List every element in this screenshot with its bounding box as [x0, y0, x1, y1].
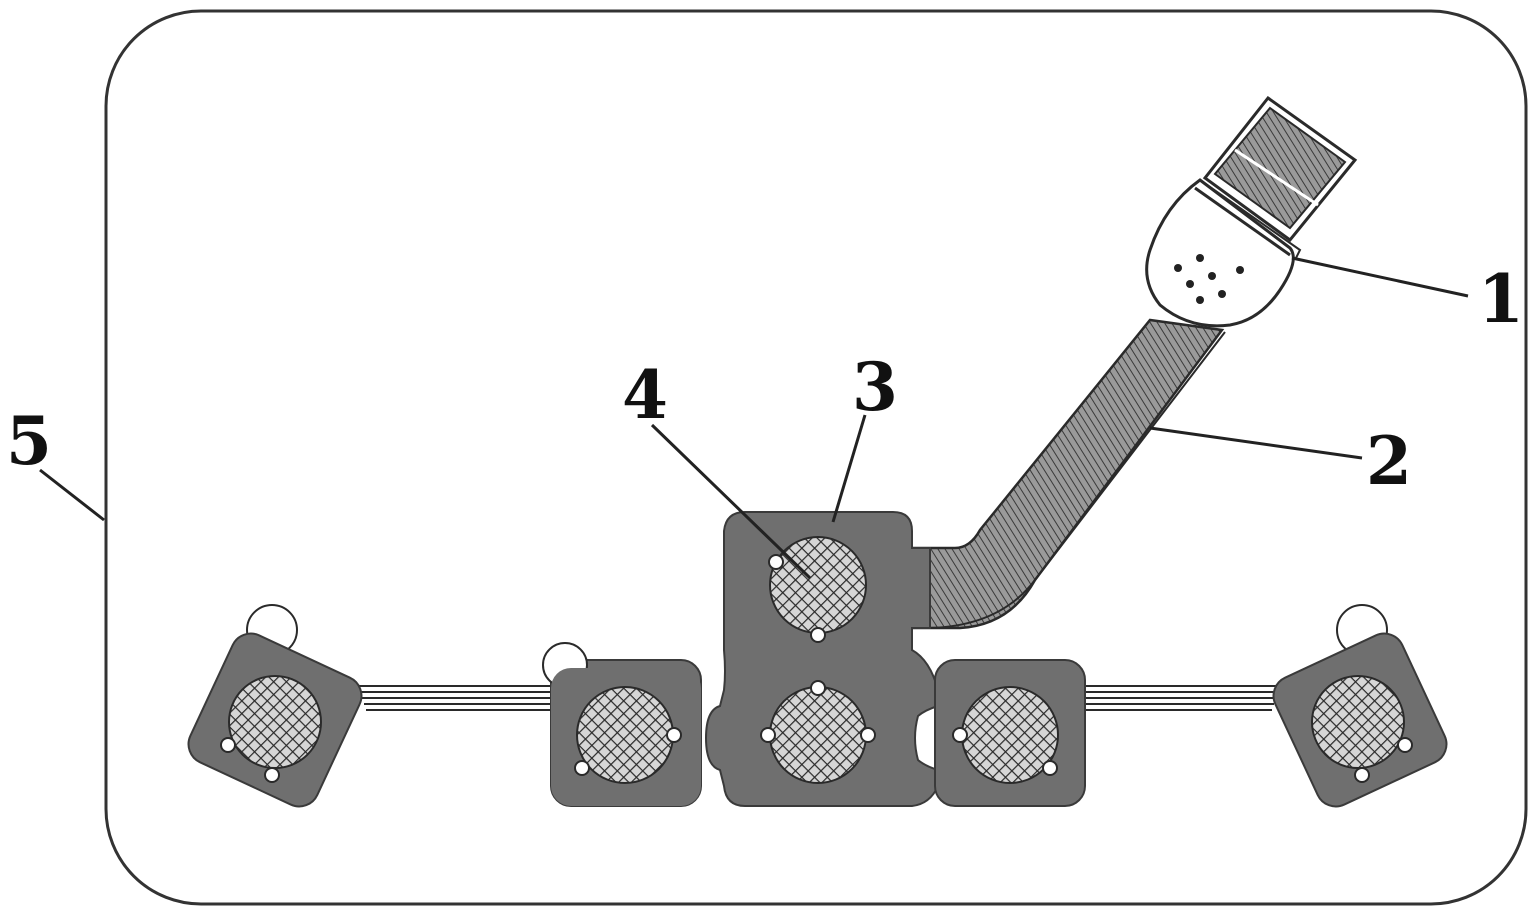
leader-2	[1149, 426, 1363, 460]
leader-5	[39, 468, 105, 522]
leader-4	[650, 423, 812, 580]
leader-3	[831, 414, 867, 523]
electrode-outer-right	[1311, 675, 1413, 783]
connector-pin-dots	[1174, 254, 1244, 304]
right-traces	[1085, 685, 1280, 711]
callout-5: 5	[6, 402, 52, 480]
leader-1	[1291, 256, 1469, 298]
connector-contacts	[1213, 106, 1347, 230]
electrode-center-bottom	[760, 680, 876, 784]
electrode-inner-right	[952, 686, 1059, 784]
connector	[1145, 95, 1358, 328]
callout-3: 3	[852, 348, 898, 426]
callout-4: 4	[622, 356, 668, 434]
left-traces	[358, 685, 553, 711]
connector-housing	[1145, 178, 1295, 328]
electrode-inner-left	[574, 686, 682, 784]
callout-2: 2	[1366, 422, 1412, 500]
electrode-outer-left	[220, 675, 322, 783]
callout-1: 1	[1478, 260, 1524, 338]
